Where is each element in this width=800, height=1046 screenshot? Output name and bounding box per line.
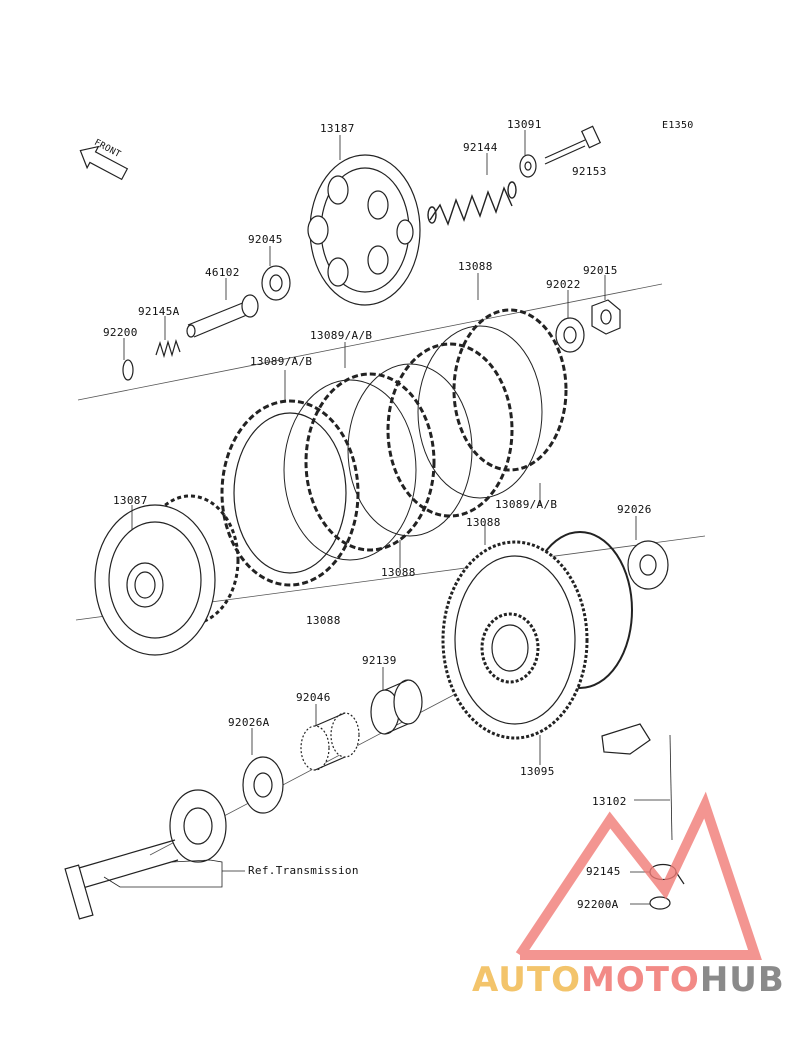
ref-transmission-label: Ref.Transmission — [248, 864, 359, 877]
sleeve-92139 — [370, 679, 423, 735]
part-label-92022: 92022 — [546, 278, 581, 291]
transmission-shaft — [64, 839, 179, 920]
washer-92200A — [649, 896, 671, 910]
part-label-92046: 92046 — [296, 691, 331, 704]
clutch-spring-92144 — [427, 181, 517, 226]
front-arrow-icon — [79, 145, 129, 181]
axis-line-upper — [77, 283, 663, 401]
part-label-13095: 13095 — [520, 765, 555, 778]
transmission-bearing — [169, 789, 227, 863]
lever-13102 — [601, 723, 673, 841]
pressure-plate-13187 — [307, 154, 421, 306]
nut-92015 — [591, 299, 621, 335]
washer-92022 — [555, 317, 585, 353]
part-label-92153: 92153 — [572, 165, 607, 178]
part-label-13187: 13187 — [320, 122, 355, 135]
part-label-13088-top: 13088 — [458, 260, 493, 273]
spring-92145A — [155, 339, 181, 359]
part-label-13089-upper: 13089/A/B — [310, 329, 373, 342]
part-label-92144: 92144 — [463, 141, 498, 154]
part-label-92200A: 92200A — [577, 898, 619, 911]
washer-13091 — [519, 154, 537, 178]
watermark-part2: MOTO — [580, 960, 700, 1000]
watermark-part3: HUB — [699, 960, 785, 1000]
part-label-13091: 13091 — [507, 118, 542, 131]
bearing-92045 — [261, 265, 291, 301]
plate-stack — [220, 308, 568, 587]
clutch-hub-13087 — [94, 494, 240, 656]
push-rod-46102 — [186, 294, 259, 338]
part-label-92026: 92026 — [617, 503, 652, 516]
part-label-13088-left: 13088 — [381, 566, 416, 579]
part-label-13089-left: 13089/A/B — [250, 355, 313, 368]
washer-92026 — [627, 540, 669, 590]
part-label-92139: 92139 — [362, 654, 397, 667]
bolt-92153 — [544, 125, 602, 165]
needle-bearing-92046 — [300, 712, 360, 771]
part-label-13088-mid: 13088 — [466, 516, 501, 529]
watermark-triangle-icon — [515, 791, 762, 960]
part-label-92200: 92200 — [103, 326, 138, 339]
washer-92200 — [122, 359, 134, 381]
part-label-13102: 13102 — [592, 795, 627, 808]
part-label-92045: 92045 — [248, 233, 283, 246]
washer-92026A — [242, 756, 284, 814]
part-label-13087: 13087 — [113, 494, 148, 507]
part-label-92145A: 92145A — [138, 305, 180, 318]
watermark-part1: AUTO — [472, 960, 581, 1000]
part-label-13089-right: 13089/A/B — [495, 498, 558, 511]
leader-lines — [103, 130, 670, 905]
part-label-92026A: 92026A — [228, 716, 270, 729]
diagram-code: E1350 — [662, 120, 694, 131]
part-label-13088-bottom: 13088 — [306, 614, 341, 627]
clutch-housing-13095 — [441, 531, 633, 740]
part-label-46102: 46102 — [205, 266, 240, 279]
watermark-logo: AUTOMOTOHUB — [472, 960, 785, 1000]
part-label-92015: 92015 — [583, 264, 618, 277]
part-label-92145: 92145 — [586, 865, 621, 878]
